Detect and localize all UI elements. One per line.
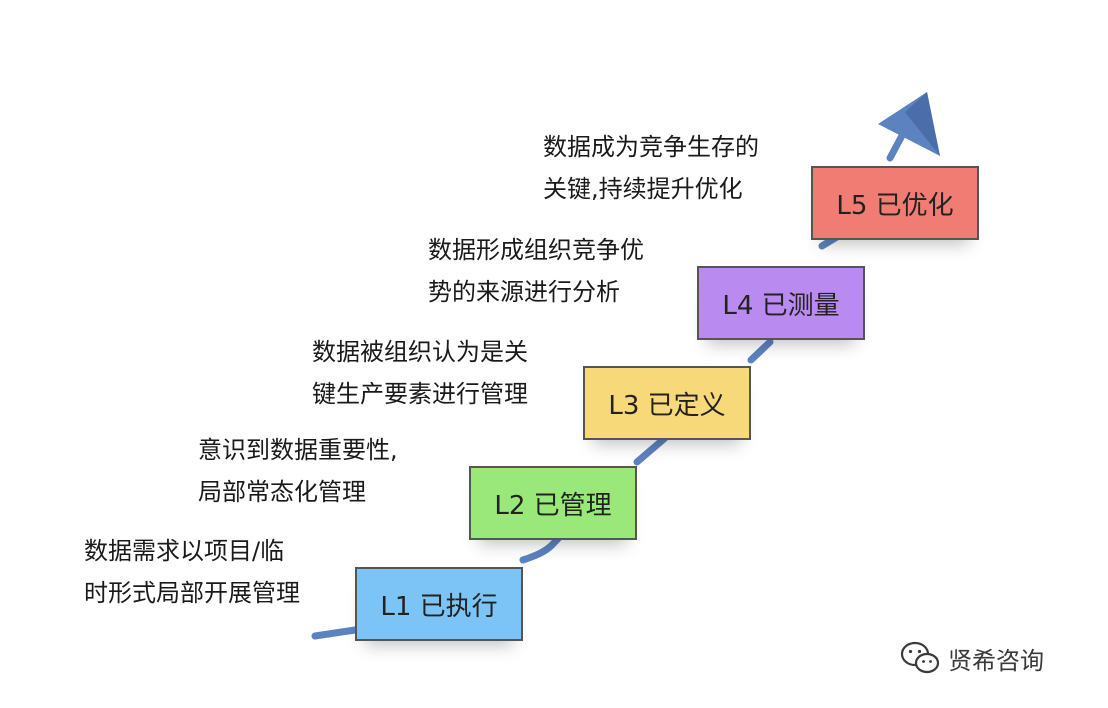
watermark-text: 贤希咨询 [948,646,1044,675]
level-box-l4: L4 已测量 [697,266,865,340]
level-box-l3: L3 已定义 [583,366,751,440]
description-line: 数据形成组织竞争优 [428,236,644,264]
description-line: 时形式局部开展管理 [84,579,300,607]
arrow-head-shade [905,92,940,156]
description-line: 数据需求以项目/临 [84,537,285,565]
description-line: 关键,持续提升优化 [543,175,743,203]
level-description-l3: 数据被组织认为是关键生产要素进行管理 [312,331,528,415]
description-line: 势的来源进行分析 [428,278,620,306]
description-line: 数据成为竞争生存的 [543,133,759,161]
description-line: 局部常态化管理 [198,478,366,506]
watermark: 贤希咨询 [900,638,1044,678]
description-line: 数据被组织认为是关 [312,338,528,366]
arrow-shaft [311,126,909,640]
level-description-l2: 意识到数据重要性, 局部常态化管理 [198,429,398,513]
level-box-l1: L1 已执行 [355,567,523,641]
wechat-icon [900,641,940,674]
level-description-l5: 数据成为竞争生存的关键,持续提升优化 [543,126,759,210]
level-box-l5: L5 已优化 [811,166,979,240]
description-line: 键生产要素进行管理 [312,380,528,408]
level-box-l2: L2 已管理 [469,466,637,540]
level-description-l1: 数据需求以项目/临时形式局部开展管理 [84,530,300,614]
level-description-l4: 数据形成组织竞争优势的来源进行分析 [428,229,644,313]
description-line: 意识到数据重要性, [198,436,398,464]
